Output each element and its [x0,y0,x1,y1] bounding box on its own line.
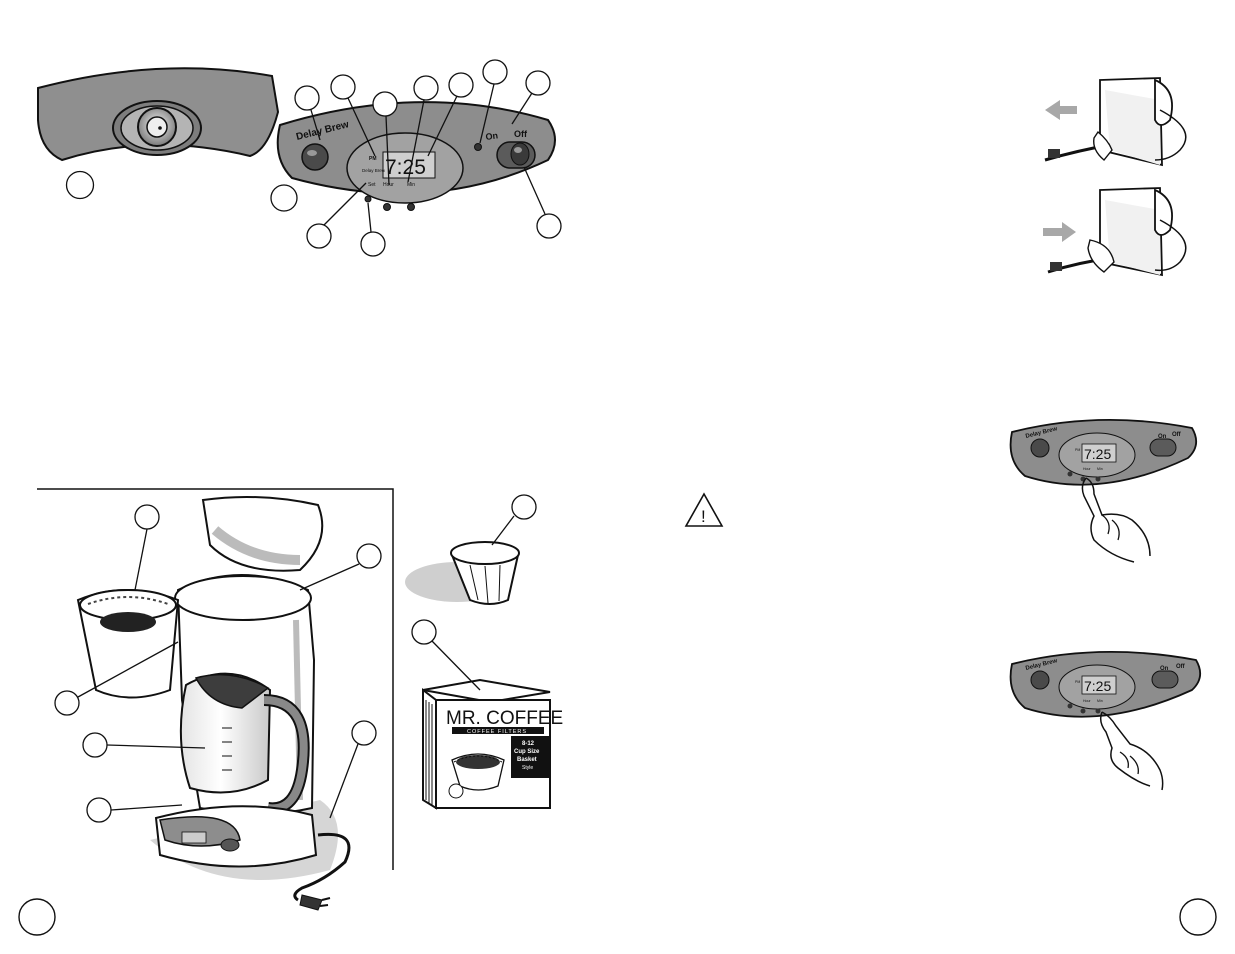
svg-text:Min: Min [1097,699,1103,703]
panel-set-illustration: Delay Brew 7:25 PM Hour Min On Off [1009,419,1198,563]
callout-circle [356,543,382,569]
svg-text:On: On [1158,434,1167,440]
svg-text:Min: Min [1097,467,1103,471]
front-control-panel: Delay Brew 7:25 PM Delay Brew Set Hour M… [276,101,556,211]
callout-circle [270,184,298,212]
arrow-right-icon [1043,222,1076,242]
maker-callouts [54,504,382,823]
callout-circle [372,91,398,117]
svg-text:Off: Off [1176,664,1186,670]
filter-brand: MR. COFFEE [446,708,563,729]
svg-text:PM: PM [1075,680,1080,684]
callout-circle [134,504,160,530]
callout-circle [411,619,437,645]
svg-text:PM: PM [1075,448,1080,452]
cord-push-in [1043,187,1187,277]
callout-circle [360,231,386,257]
measuring-scoop [405,541,520,605]
callout-circle [413,75,439,101]
set-label: Set [368,182,376,188]
callout-circle [65,170,95,200]
arrow-left-icon [1045,100,1077,120]
svg-text:Basket: Basket [517,757,537,763]
callout-circle [294,85,320,111]
delay-brew-small-label: Delay Brew [362,168,386,173]
min-label: Min [407,182,415,188]
page-number-right [1179,898,1217,936]
callout-circle [330,74,356,100]
coffeemaker-illustration [37,488,394,911]
off-label: Off [514,129,528,139]
callout-circle [54,690,80,716]
top-control-panel [37,67,280,162]
svg-text:Off: Off [1172,432,1182,438]
svg-text:7:25: 7:25 [1084,678,1111,694]
svg-text:Style: Style [522,765,533,771]
svg-text:8-12: 8-12 [522,741,535,747]
callout-circle [86,797,112,823]
panel-min-illustration: Delay Brew 7:25 PM Hour Min On Off [1009,651,1202,791]
callout-circle [482,59,508,85]
svg-text:!: ! [701,507,706,526]
cord-pull-out [1044,77,1187,167]
coffee-filter-box: MR. COFFEE COFFEE FILTERS 8-12 Cup Size … [422,678,563,810]
page-number-left [18,898,56,936]
callout-circle [448,72,474,98]
callout-circle [536,213,562,239]
callout-circle [306,223,332,249]
svg-text:Hour: Hour [1083,467,1091,471]
callout-circle [82,732,108,758]
delay-brew-button [301,143,329,171]
on-label: On [485,130,499,142]
callout-circle [525,70,551,96]
panel-leader-lines [310,83,546,233]
svg-text:On: On [1160,666,1169,672]
clock-text: 7:25 [385,156,426,179]
panel-callouts [270,59,562,257]
svg-text:Hour: Hour [1083,699,1091,703]
svg-text:Cup Size: Cup Size [514,749,540,755]
callout-circle [351,720,377,746]
callout-circle [511,494,537,520]
filter-subtitle: COFFEE FILTERS [467,729,527,735]
warning-icon: ! [684,492,724,527]
pm-label: PM [369,156,377,162]
svg-text:7:25: 7:25 [1084,446,1111,462]
